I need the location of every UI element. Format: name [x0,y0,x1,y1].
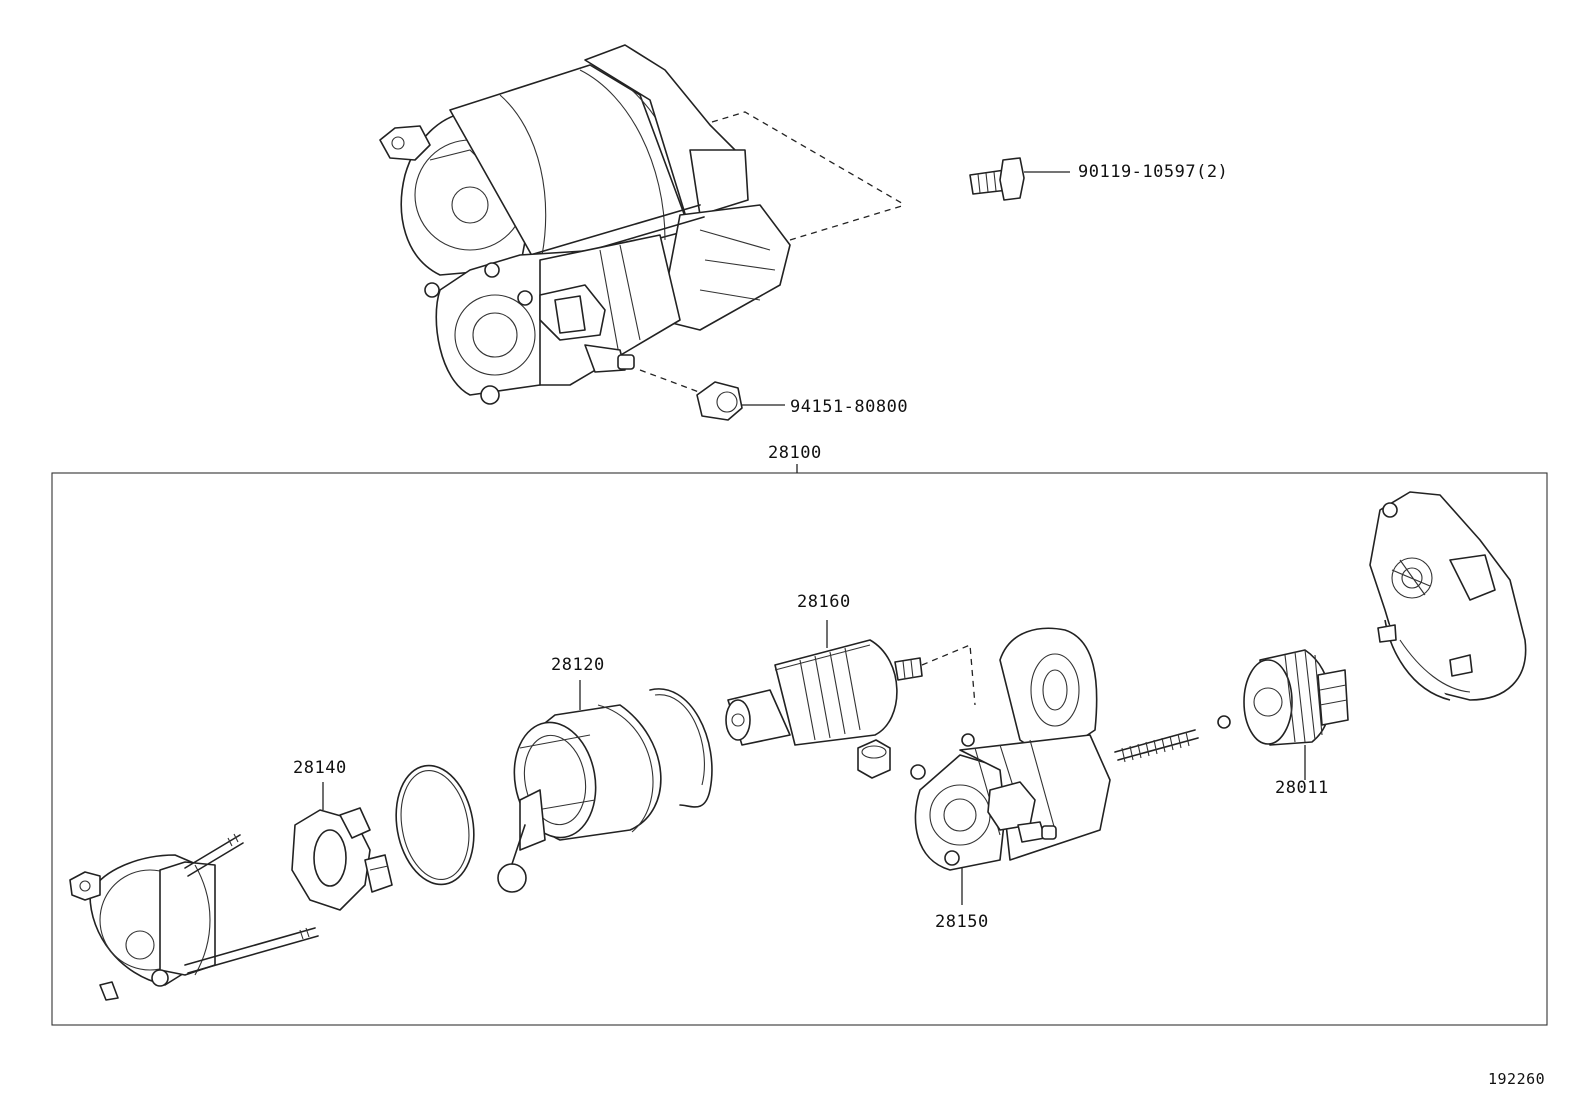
label-bolt: 90119-10597(2) [1078,162,1229,182]
nut-part [696,381,785,421]
label-nut: 94151-80800 [790,397,909,417]
o-ring-part [395,764,475,886]
seal-ring-part [649,688,713,808]
solenoid-housing-part [910,627,1111,905]
bolt-part [969,157,1070,201]
label-clutch: 28011 [1275,778,1329,798]
brush-holder-part [291,782,393,911]
figure-number: 192260 [1488,1070,1546,1088]
label-solenoid-housing: 28150 [935,912,989,932]
armature-part [725,620,976,746]
yoke-part [497,680,662,893]
drive-housing-part [1369,491,1527,701]
label-brush-holder: 28140 [293,758,347,778]
bushing-part [857,739,891,779]
label-armature: 28160 [797,592,851,612]
steel-ball-part [1217,715,1231,729]
assembled-starter [379,44,906,405]
spring-part [1114,729,1199,763]
assembly-box [51,472,1548,1026]
clutch-part [1243,649,1349,780]
label-yoke: 28120 [551,655,605,675]
label-assembly: 28100 [768,443,822,463]
rear-end-frame [69,833,319,1001]
